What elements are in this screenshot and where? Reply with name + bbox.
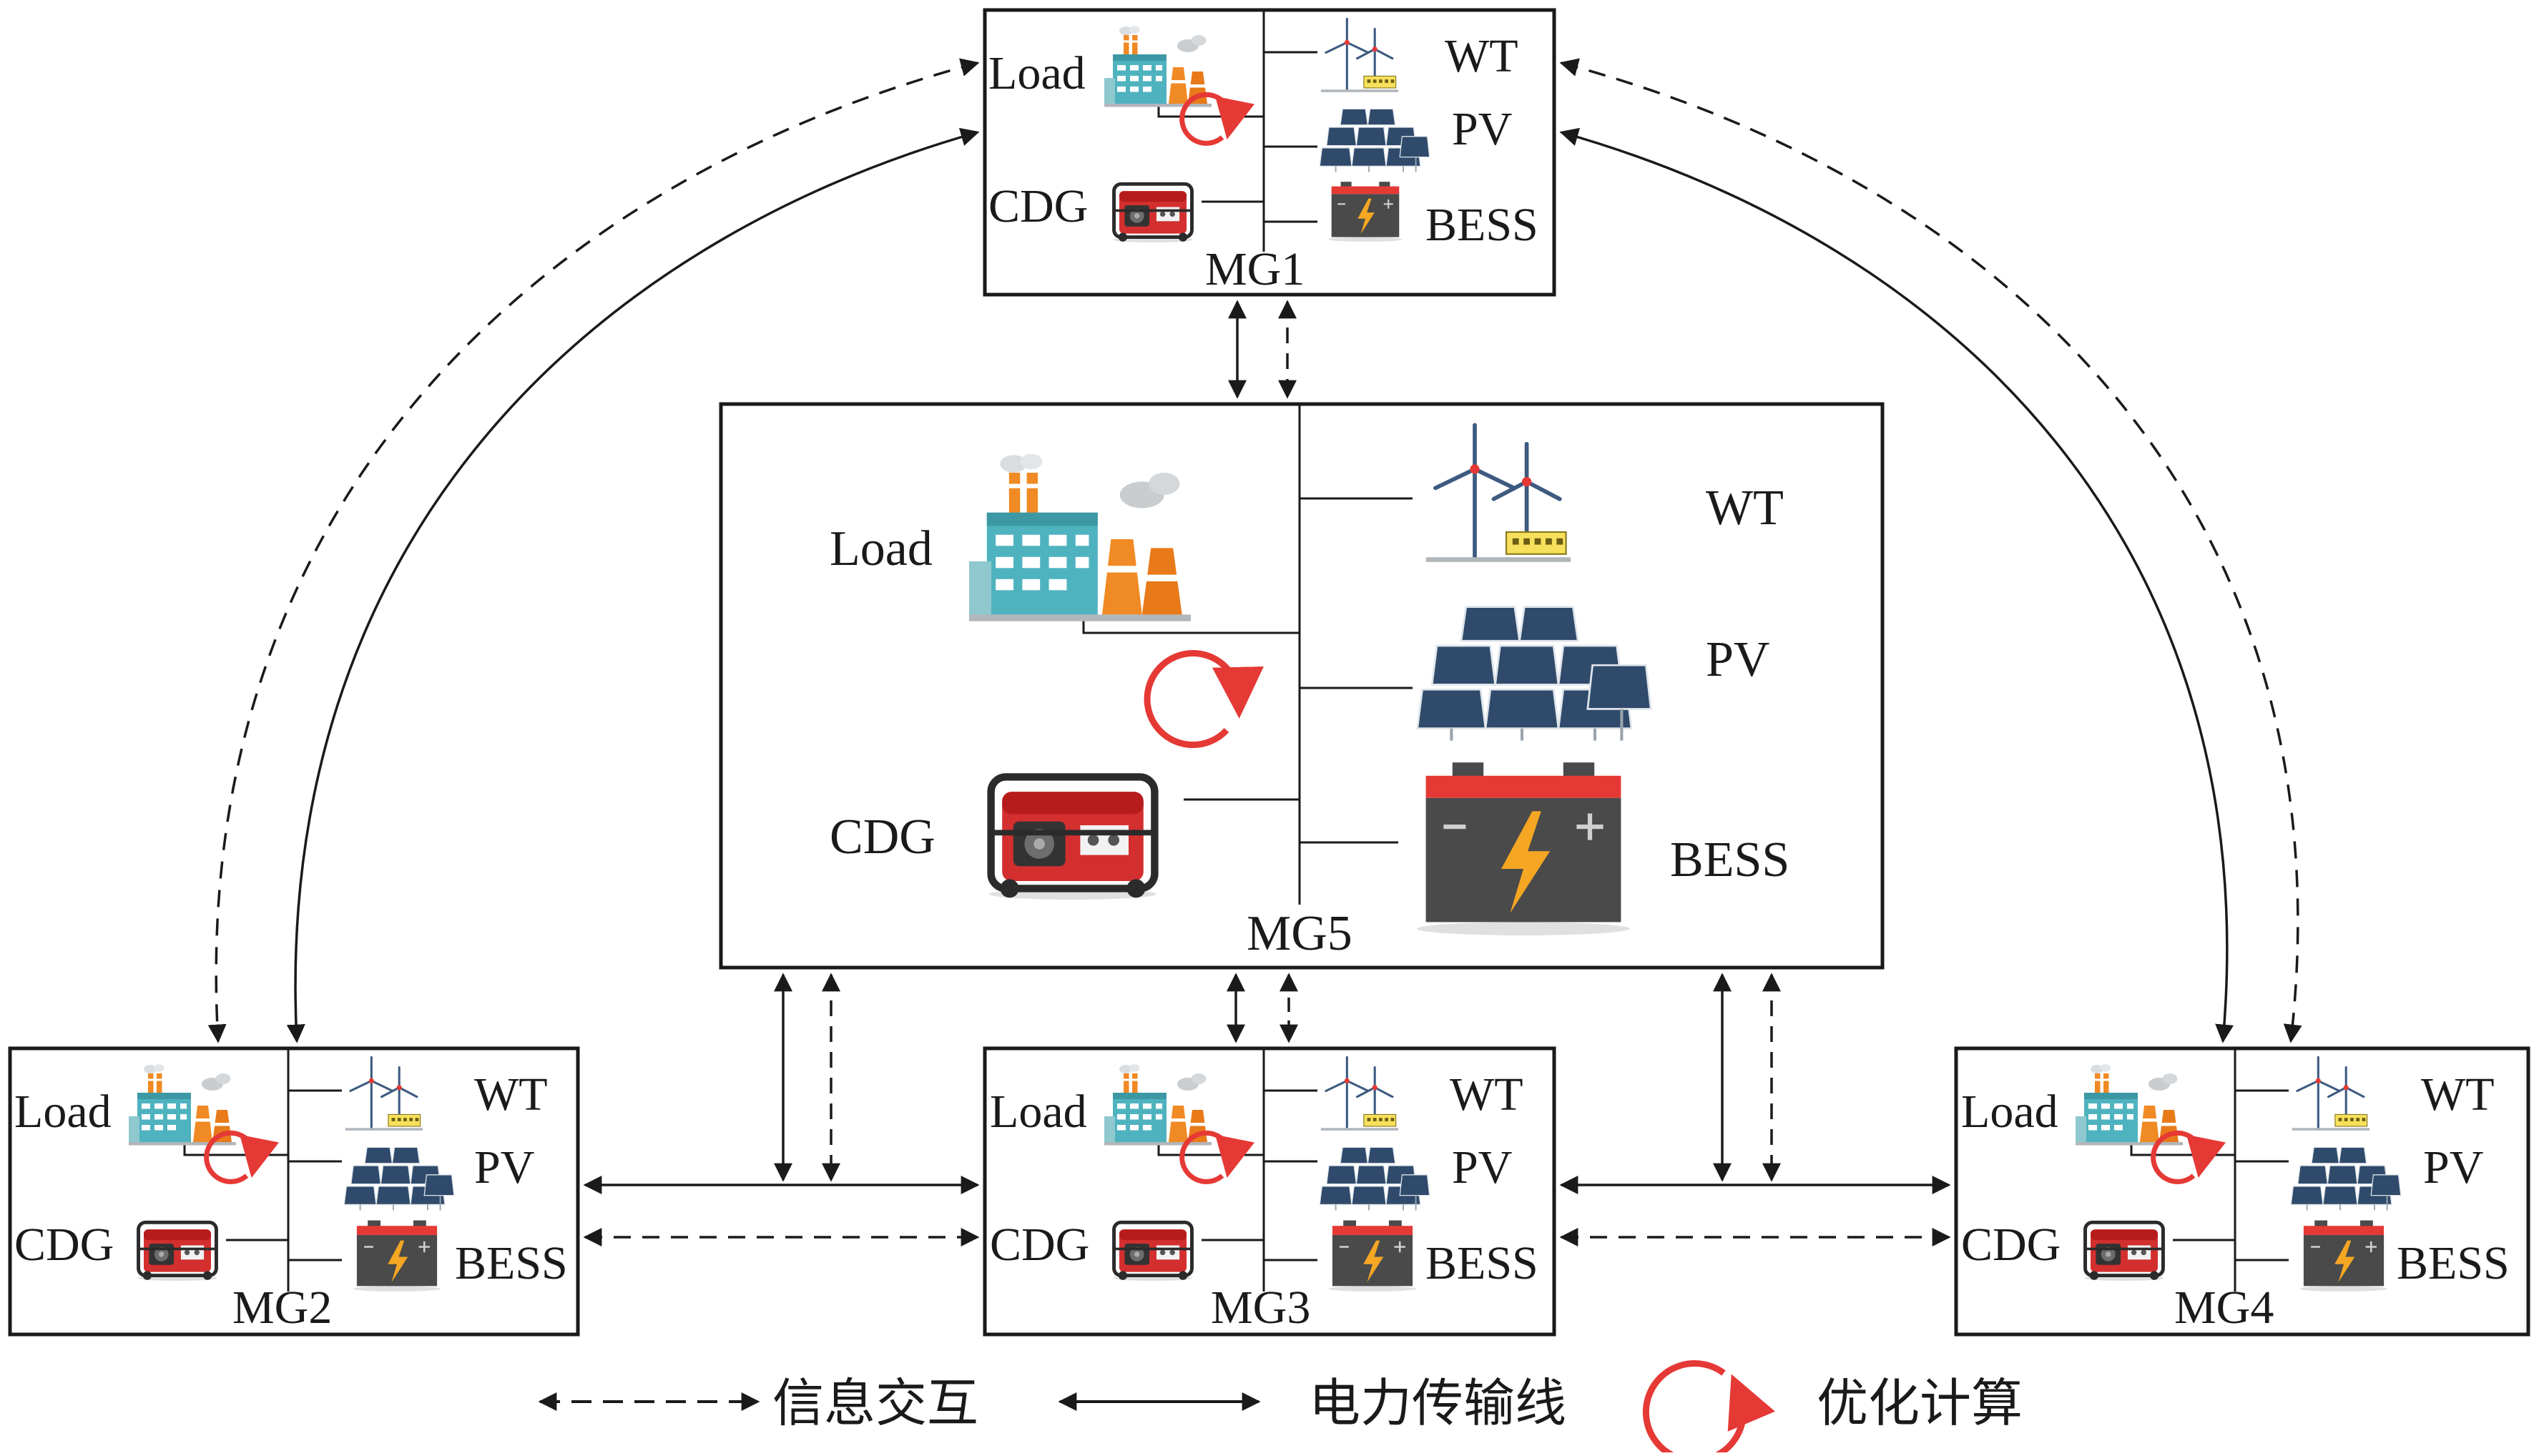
mg2-bess-label: BESS (455, 1237, 568, 1289)
mg2-cdg-label: CDG (14, 1219, 114, 1271)
mg1-cdg-label: CDG (988, 180, 1088, 232)
cycle-arrow-icon (2151, 1130, 2226, 1184)
mg3-pv-label: PV (1452, 1141, 1512, 1194)
mg3-frame (983, 1046, 1556, 1337)
mg3-bess-label: BESS (1425, 1237, 1538, 1289)
info-link-mg1-mg4 (1559, 58, 2302, 1043)
microgrid-mg5: Load CDG WT PV BESS MG5 (719, 402, 1885, 970)
mg5-pv-label: PV (1706, 632, 1769, 687)
microgrid-mg2: Load CDG WT PV BESS MG2 (8, 1046, 580, 1337)
mg1-name-label: MG1 (1205, 243, 1305, 295)
mg5-name-label: MG5 (1247, 906, 1352, 961)
mg3-cdg-label: CDG (990, 1219, 1089, 1271)
mg2-wt-label: WT (474, 1068, 548, 1121)
battery-icon (2299, 1220, 2388, 1292)
mg4-name-label: MG4 (2174, 1282, 2274, 1334)
mg4-frame (1954, 1046, 2530, 1337)
mg5-bess-label: BESS (1670, 832, 1789, 887)
mg2-load-label: Load (14, 1086, 112, 1138)
cycle-arrow-icon (1179, 92, 1254, 146)
microgrid-mg3: Load CDG WT PV BESS MG3 (983, 1046, 1556, 1337)
cycle-arrow-icon (1179, 1130, 1254, 1184)
legend-cycle-arrow-icon (1642, 1360, 1775, 1456)
mg4-load-label: Load (1961, 1086, 2058, 1138)
mg1-frame (983, 8, 1556, 297)
mg2-pv-label: PV (474, 1141, 534, 1194)
mg1-pv-label: PV (1452, 103, 1512, 155)
mg4-wt-label: WT (2421, 1068, 2495, 1121)
mg5-cdg-label: CDG (830, 810, 935, 865)
legend-optimization-label: 优化计算 (1817, 1373, 2023, 1433)
battery-icon (1328, 182, 1403, 242)
battery-icon (353, 1220, 441, 1292)
mg2-frame (8, 1046, 580, 1337)
mg4-pv-label: PV (2423, 1141, 2483, 1194)
microgrid-mg1: Load CDG WT PV BESS MG1 (983, 8, 1556, 297)
legend-power-line-label: 电力传输线 (1309, 1373, 1566, 1433)
mg5-load-label: Load (830, 521, 933, 576)
mg3-name-label: MG3 (1211, 1282, 1310, 1334)
legend-info-exchange-label: 信息交互 (772, 1373, 978, 1433)
info-link-mg1-mg2 (207, 58, 980, 1043)
microgrid-mg4: Load CDG WT PV BESS MG4 (1954, 1046, 2530, 1337)
cycle-arrow-icon (204, 1130, 279, 1184)
cycle-arrow-icon (1144, 650, 1264, 749)
battery-icon (1417, 762, 1630, 935)
connections (207, 58, 2302, 1246)
mg2-name-label: MG2 (232, 1282, 332, 1334)
mg3-load-label: Load (990, 1086, 1087, 1138)
mg4-bess-label: BESS (2397, 1237, 2510, 1289)
mg4-cdg-label: CDG (1961, 1219, 2061, 1271)
mg1-load-label: Load (988, 47, 1086, 99)
battery-icon (1328, 1220, 1417, 1292)
mg3-wt-label: WT (1450, 1068, 1523, 1121)
mg1-wt-label: WT (1445, 30, 1518, 82)
mg5-wt-label: WT (1706, 481, 1784, 536)
legend: 信息交互 电力传输线 优化计算 (538, 1360, 2023, 1456)
mg1-bess-label: BESS (1425, 199, 1538, 251)
